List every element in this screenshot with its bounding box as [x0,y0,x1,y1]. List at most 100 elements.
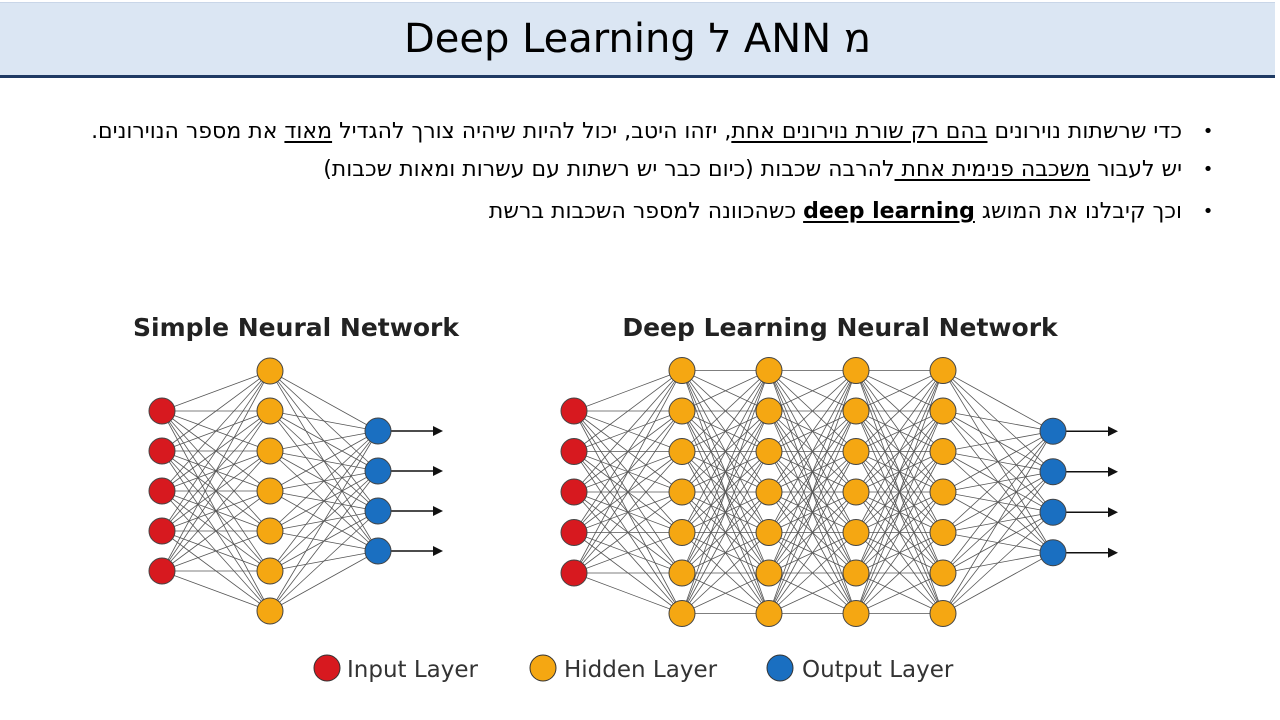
network-edge [855,370,944,533]
bullet-text: יש לעבור משכבה פנימית אחת להרבה שכבות (כ… [323,157,1182,182]
bullet-list: • כדי שרשתות נוירונים בהם רק שורת נוירונ… [78,118,1218,226]
network-edge [942,471,1054,614]
hidden-node [929,600,957,627]
bullet-dot-icon: • [1202,201,1214,222]
simple-edges [161,370,379,612]
hidden-node [755,478,783,506]
input-node [560,519,588,546]
network-edge [768,572,857,614]
input-node [560,559,588,587]
network-edge [269,550,379,612]
network-edge [855,370,944,493]
legend-input-icon [313,654,341,682]
hidden-node [842,559,870,587]
network-edge [855,451,944,614]
network-edge [681,370,770,574]
network-edge [269,510,379,612]
hidden-node [256,557,284,585]
network-edge [681,491,770,614]
bullet-text-segment: מאוד [284,119,333,144]
network-edge [942,511,1054,614]
hidden-node [668,438,696,465]
hidden-node [929,478,957,506]
input-node [148,477,176,505]
bullet-text-segment: להרבה שכבות (כיום כבר יש רשתות עם עשרות … [323,157,895,182]
network-edge [269,370,379,432]
legend-output-icon [766,654,794,682]
hidden-node [256,597,284,625]
network-edge [768,370,857,452]
network-edge [681,370,770,614]
network-edge [681,370,770,533]
hidden-node [668,397,696,425]
network-edge [681,370,770,452]
network-edge [573,532,683,574]
network-edge [573,370,683,452]
hidden-node [755,357,783,384]
network-edge [573,370,683,493]
legend-hidden-label: Hidden Layer [564,657,718,683]
network-edge [768,410,857,614]
network-edge [681,370,770,493]
input-node [148,437,176,465]
hidden-node [842,357,870,384]
output-node [364,497,392,525]
network-edge [269,470,379,612]
bullet-text: וכך קיבלנו את המושג deep learning כשהכוו… [489,199,1182,224]
network-edge [681,410,770,614]
simple-network-title: Simple Neural Network [133,313,460,342]
hidden-node [256,397,284,425]
hidden-node [842,519,870,546]
hidden-node [668,559,696,587]
hidden-node [929,438,957,465]
bullet-item-1: • כדי שרשתות נוירונים בהם רק שורת נוירונ… [78,118,1218,146]
output-node [364,537,392,565]
hidden-node [755,559,783,587]
network-edge [573,410,683,574]
network-edge [269,430,379,572]
hidden-node [929,519,957,546]
network-edge [855,370,944,614]
deep-edges [573,370,1054,614]
network-edge [942,370,1054,432]
simple-network [148,357,443,625]
hidden-node [668,519,696,546]
legend-output-label: Output Layer [802,657,954,683]
input-node [148,397,176,425]
input-node [560,478,588,506]
network-edge [855,370,944,412]
network-edge [855,370,944,452]
network-edge [681,370,770,412]
hidden-node [842,397,870,425]
bullet-dot-icon: • [1202,121,1214,142]
network-edge [855,532,944,614]
network-edge [269,410,379,432]
output-arrow-icon [433,466,443,476]
hidden-node [929,397,957,425]
network-edge [573,370,683,533]
network-edge [768,370,857,493]
network-edge [942,431,1054,574]
bullet-text-segment: וכך קיבלנו את המושג [974,199,1182,224]
output-arrow-icon [1108,547,1118,558]
bullet-text-segment: משכבה פנימית אחת [894,157,1091,182]
network-edge [681,572,770,614]
network-edge [942,552,1054,614]
deep-network-title: Deep Learning Neural Network [622,313,1059,342]
network-edge [942,410,1054,432]
output-arrow-icon [433,546,443,556]
output-node [1039,498,1067,526]
hidden-node [256,357,284,385]
bullet-item-3: • וכך קיבלנו את המושג deep learning כשהכ… [78,198,1218,226]
bullet-text-segment: deep learning [803,199,975,224]
hidden-node [668,478,696,506]
network-edge [855,370,944,574]
bullet-dot-icon: • [1202,159,1214,180]
network-edge [942,430,1054,493]
network-edge [768,370,857,412]
network-edge [681,451,770,614]
input-node [560,438,588,465]
network-edge [573,370,683,412]
network-edge [573,451,683,574]
neural-network-diagram: Simple Neural Network Deep Learning Neur… [133,313,1118,683]
